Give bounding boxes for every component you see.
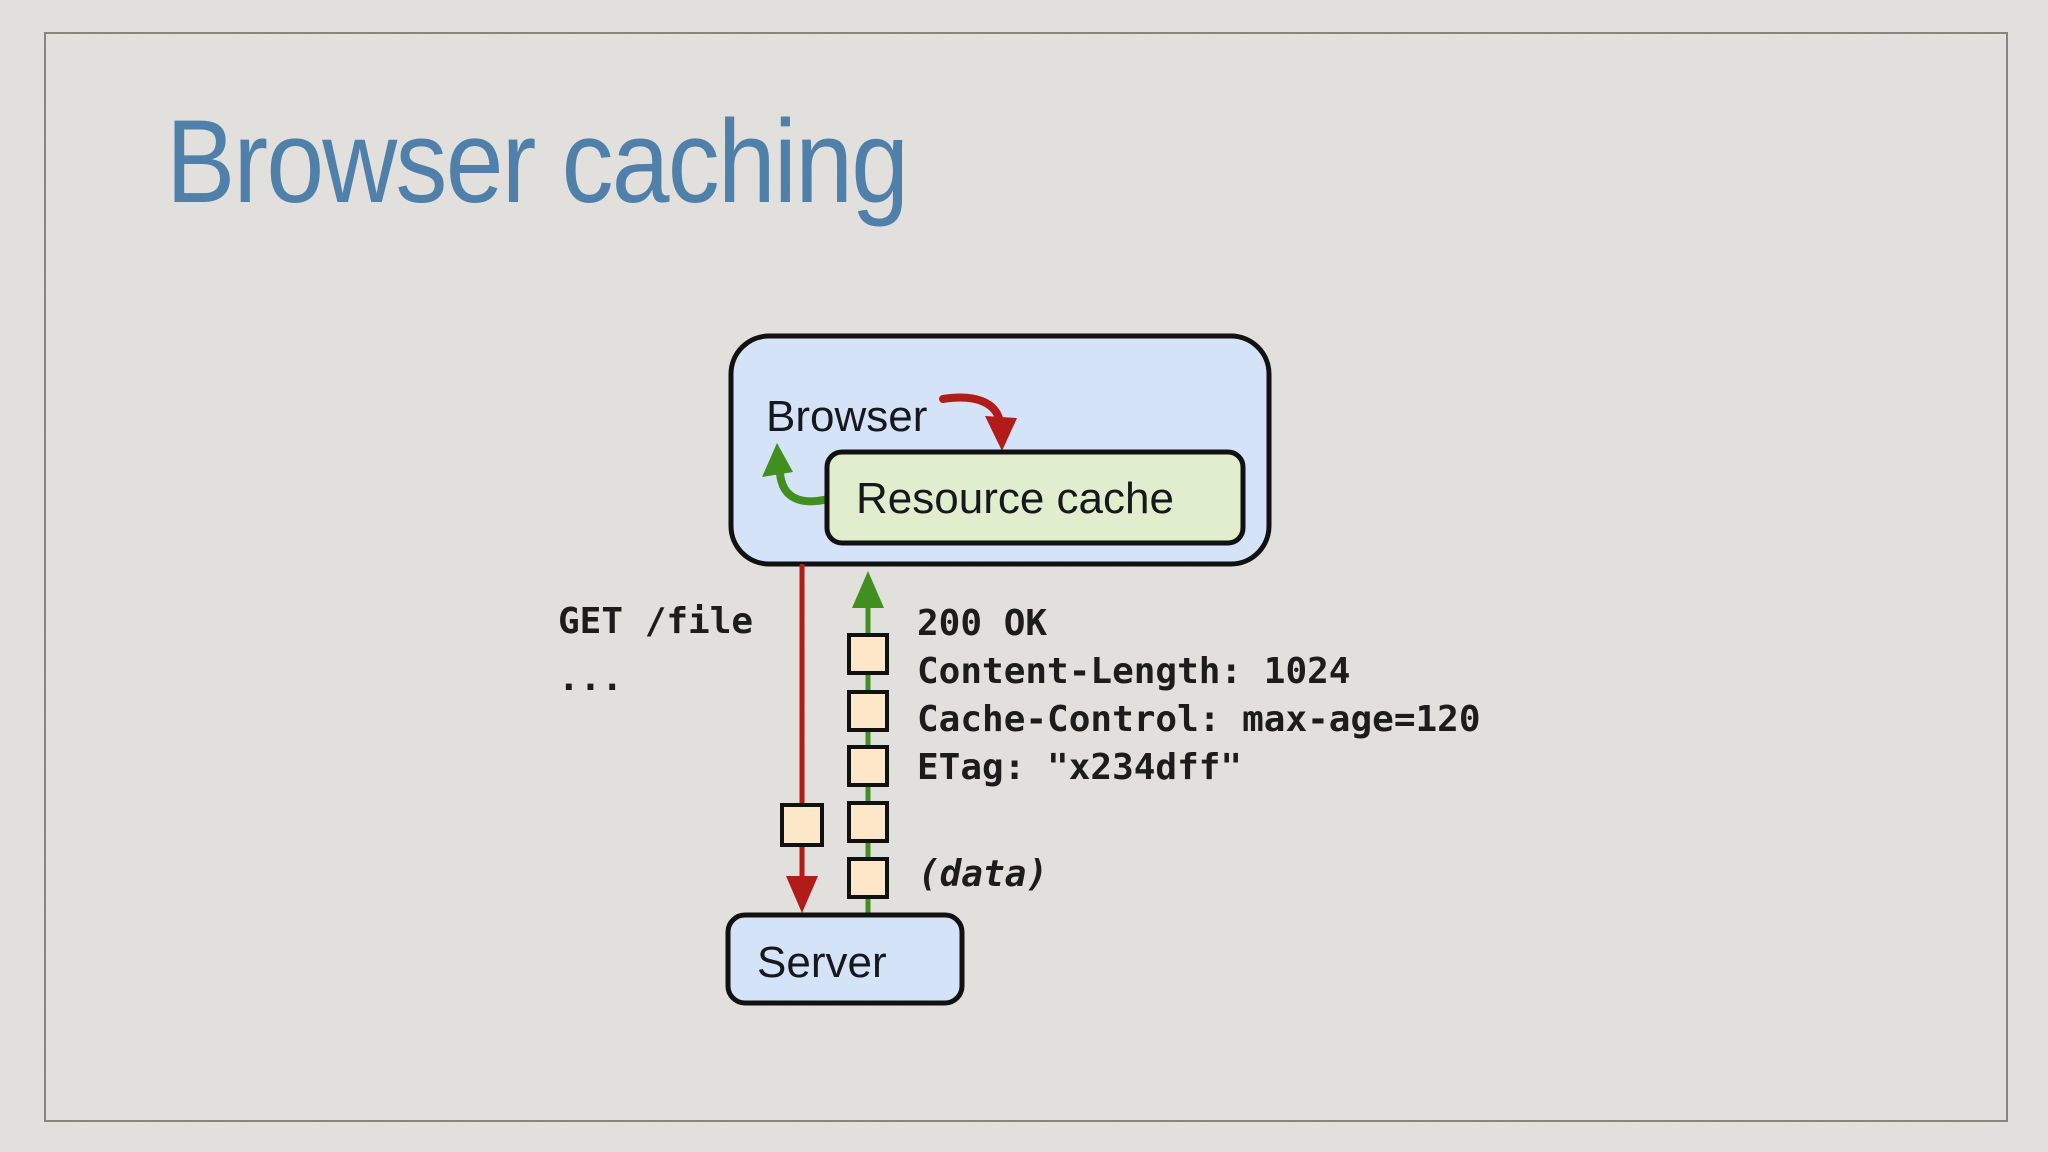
response-header-content-length: Content-Length: 1024 (917, 651, 1350, 692)
request-arrowhead (786, 876, 818, 913)
server-box-label: Server (757, 938, 887, 987)
packet-square (847, 690, 889, 732)
packet-square (847, 633, 889, 675)
resource-cache-box-label: Resource cache (856, 474, 1174, 523)
browser-to-cache-arrow (939, 393, 1004, 426)
server-box (725, 912, 965, 1006)
response-header-cache-control: Cache-Control: max-age=120 (917, 699, 1481, 740)
response-header-etag: ETag: "x234dff" (917, 747, 1242, 788)
cache-to-browser-arrow (776, 469, 832, 506)
resource-cache-box (824, 449, 1246, 546)
browser-to-cache-arrowhead (985, 416, 1017, 451)
browser-box-label: Browser (766, 392, 927, 441)
packet-square (780, 803, 824, 847)
packet-square (847, 801, 889, 843)
response-header-status: 200 OK (917, 603, 1047, 644)
packet-square (847, 857, 889, 899)
request-label-method: GET /file (558, 601, 753, 642)
request-label-ellipsis: ... (558, 658, 623, 699)
response-data-label: (data) (918, 854, 1048, 895)
response-arrowhead (852, 571, 884, 608)
cache-to-browser-arrowhead (762, 443, 793, 477)
packet-square (847, 745, 889, 787)
